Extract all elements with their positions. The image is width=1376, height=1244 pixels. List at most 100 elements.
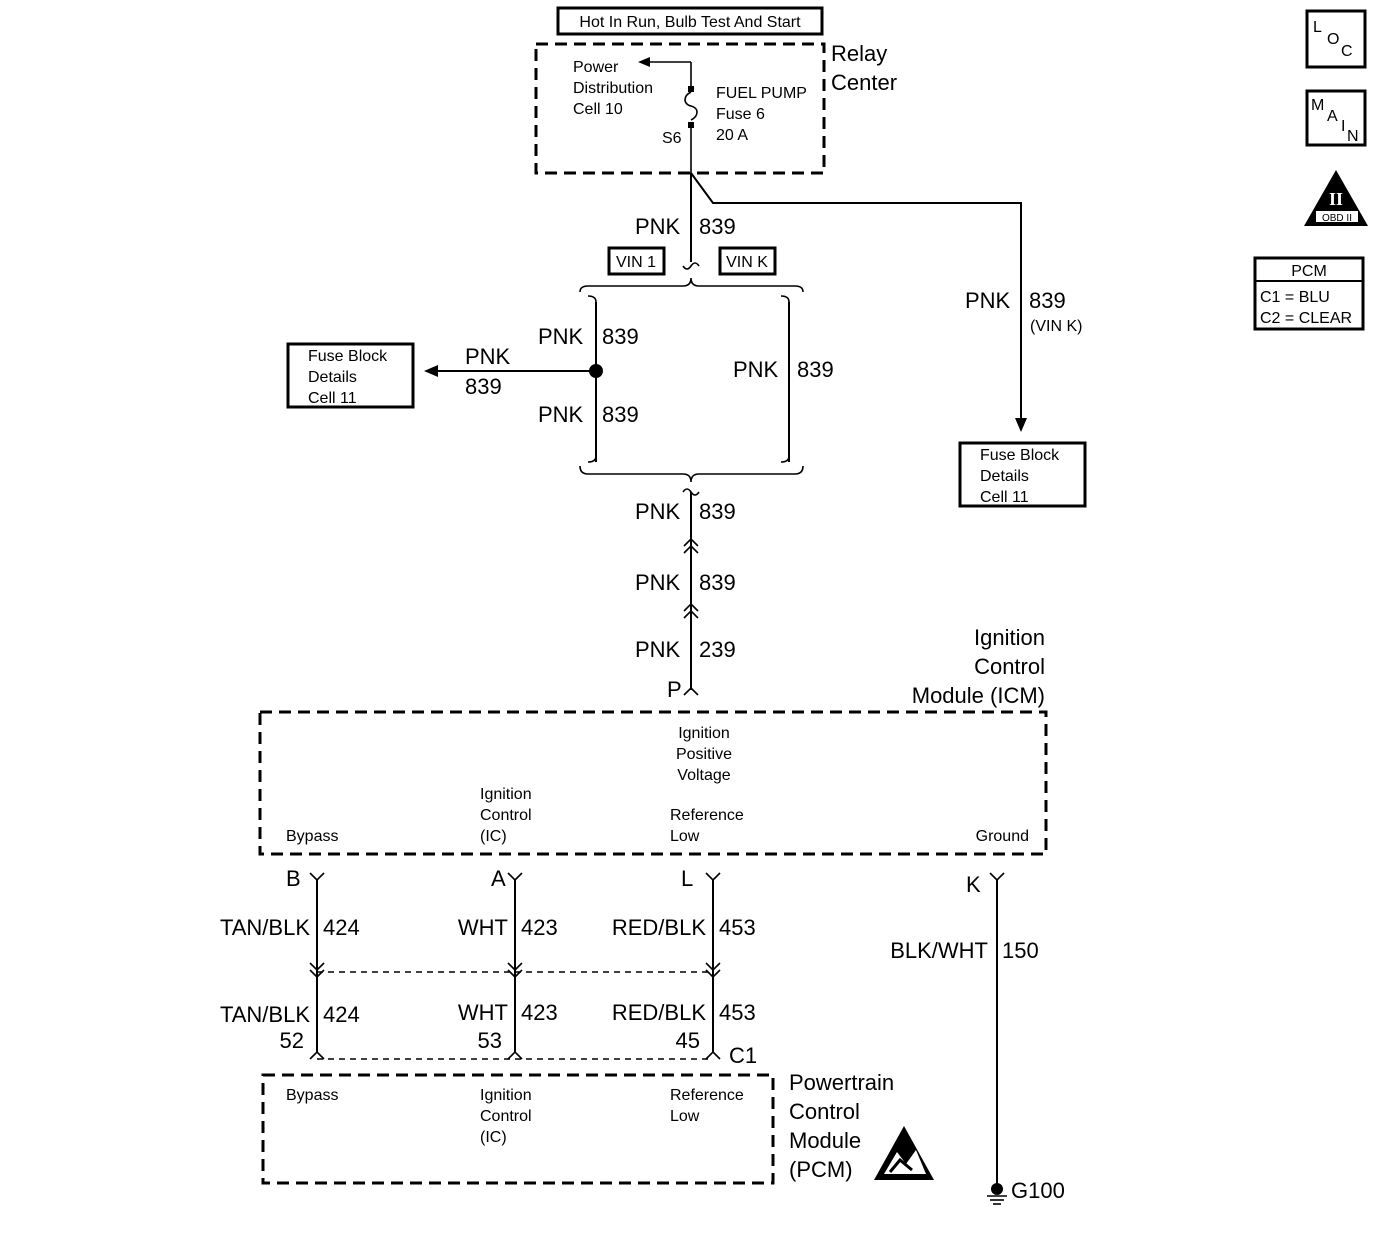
power-dist-line1: Power bbox=[573, 59, 619, 76]
icm-pin-k: K bbox=[966, 872, 981, 897]
wire-color-pnk: PNK bbox=[465, 344, 511, 369]
icm-ref-low-2: Low bbox=[670, 828, 700, 845]
fuse-block-line1: Fuse Block bbox=[980, 447, 1060, 464]
wire-circuit-453: 453 bbox=[719, 1000, 756, 1025]
wire-circuit-839: 839 bbox=[699, 570, 736, 595]
pcm-legend-title: PCM bbox=[1291, 263, 1327, 280]
connector-chevron bbox=[683, 602, 699, 619]
vin-k-note: (VIN K) bbox=[1030, 318, 1082, 335]
relay-center: Relay Center Power Distribution Cell 10 … bbox=[534, 41, 897, 175]
connector-chevron bbox=[683, 537, 699, 554]
vin-1-tag: VIN 1 bbox=[607, 246, 666, 276]
wire-color-pnk: PNK bbox=[635, 214, 681, 239]
loc-letter-1: L bbox=[1313, 19, 1322, 36]
ground-icon bbox=[987, 1183, 1007, 1205]
main-letter-2: A bbox=[1327, 108, 1338, 125]
icm-pin-b: B bbox=[286, 866, 301, 891]
pcm-bypass: Bypass bbox=[286, 1087, 338, 1104]
pcm-title-3: Module bbox=[789, 1128, 861, 1153]
fuse-block-line2: Details bbox=[308, 369, 357, 386]
fuse-block-right: Fuse Block Details Cell 11 bbox=[958, 441, 1087, 508]
pcm-connector-c1: C1 bbox=[729, 1043, 757, 1068]
wire-circuit-839: 839 bbox=[699, 499, 736, 524]
wire-color-tan-blk: TAN/BLK bbox=[220, 1002, 310, 1027]
fuse-block-line1: Fuse Block bbox=[308, 348, 388, 365]
fuse-block-line3: Cell 11 bbox=[308, 390, 357, 407]
icm-ref-low-1: Reference bbox=[670, 807, 744, 824]
pcm-pin-53: 53 bbox=[478, 1028, 502, 1053]
pcm-legend-c2: C2 = CLEAR bbox=[1260, 310, 1352, 327]
fuse-number: Fuse 6 bbox=[716, 106, 765, 123]
wire-circuit-839: 839 bbox=[699, 214, 736, 239]
icm-module: Ignition Control Module (ICM) Ignition P… bbox=[258, 625, 1048, 856]
splice-label: S6 bbox=[662, 130, 682, 147]
connector-chevron bbox=[705, 962, 721, 979]
pcm-pin-52: 52 bbox=[280, 1028, 304, 1053]
svg-text:VIN 1: VIN 1 bbox=[616, 254, 656, 271]
esd-warning-icon bbox=[874, 1126, 934, 1180]
main-icon: M A I N bbox=[1305, 89, 1367, 147]
wire-circuit-150: 150 bbox=[1002, 938, 1039, 963]
pcm-pin-45: 45 bbox=[676, 1028, 700, 1053]
pcm-ref-low-2: Low bbox=[670, 1108, 700, 1125]
loc-letter-2: O bbox=[1327, 31, 1339, 48]
wire-color-blk-wht: BLK/WHT bbox=[890, 938, 988, 963]
main-letter-4: N bbox=[1347, 128, 1359, 145]
icm-ic-3: (IC) bbox=[480, 828, 507, 845]
pcm-legend: PCM C1 = BLU C2 = CLEAR bbox=[1253, 256, 1365, 331]
wire-circuit-239: 239 bbox=[699, 637, 736, 662]
icm-ic-2: Control bbox=[480, 807, 532, 824]
icm-title-3: Module (ICM) bbox=[912, 683, 1045, 708]
fuse-icon bbox=[684, 91, 698, 121]
icm-ground: Ground bbox=[976, 828, 1029, 845]
pcm-ic-3: (IC) bbox=[480, 1129, 507, 1146]
power-dist-line3: Cell 10 bbox=[573, 101, 623, 118]
wire-color-pnk: PNK bbox=[538, 324, 584, 349]
icm-ign-pos-1: Ignition bbox=[678, 725, 730, 742]
wire-color-pnk: PNK bbox=[538, 402, 584, 427]
wire-color-wht: WHT bbox=[458, 1000, 508, 1025]
fuse-block-left: Fuse Block Details Cell 11 bbox=[286, 342, 415, 409]
vin-merge-lower bbox=[579, 465, 804, 483]
wire-circuit-424: 424 bbox=[323, 1002, 360, 1027]
loc-letter-3: C bbox=[1341, 43, 1353, 60]
main-letter-1: M bbox=[1311, 97, 1324, 114]
wire-color-red-blk: RED/BLK bbox=[612, 915, 706, 940]
pcm-title-4: (PCM) bbox=[789, 1157, 853, 1182]
wire-color-red-blk: RED/BLK bbox=[612, 1000, 706, 1025]
obd-ii-icon: II OBD II bbox=[1304, 170, 1368, 226]
pcm-legend-c1: C1 = BLU bbox=[1260, 289, 1330, 306]
wire-circuit-839: 839 bbox=[602, 402, 639, 427]
wire-color-pnk: PNK bbox=[965, 288, 1011, 313]
fuse-name: FUEL PUMP bbox=[716, 85, 807, 102]
wire-circuit-424: 424 bbox=[323, 915, 360, 940]
svg-text:VIN K: VIN K bbox=[726, 254, 768, 271]
icm-ic-1: Ignition bbox=[480, 786, 532, 803]
wire-circuit-839: 839 bbox=[797, 357, 834, 382]
pcm-ref-low-1: Reference bbox=[670, 1087, 744, 1104]
wire-color-wht: WHT bbox=[458, 915, 508, 940]
wire-color-pnk: PNK bbox=[635, 637, 681, 662]
icm-ign-pos-2: Positive bbox=[676, 746, 732, 763]
obd-label: OBD II bbox=[1322, 213, 1352, 224]
wire-color-pnk: PNK bbox=[635, 499, 681, 524]
fuse-block-line3: Cell 11 bbox=[980, 489, 1029, 506]
wire-color-pnk: PNK bbox=[635, 570, 681, 595]
vin-split-upper bbox=[579, 277, 804, 293]
power-dist-line2: Distribution bbox=[573, 80, 653, 97]
pcm-module: Bypass Ignition Control (IC) Reference L… bbox=[261, 1070, 934, 1185]
icm-ign-pos-3: Voltage bbox=[677, 767, 730, 784]
loc-icon: L O C bbox=[1305, 9, 1367, 69]
main-letter-3: I bbox=[1341, 118, 1345, 135]
wire-circuit-453: 453 bbox=[719, 915, 756, 940]
icm-pin-a: A bbox=[491, 866, 506, 891]
relay-center-title-2: Center bbox=[831, 70, 897, 95]
icm-title-2: Control bbox=[974, 654, 1045, 679]
icm-title-1: Ignition bbox=[974, 625, 1045, 650]
wire-circuit-839: 839 bbox=[602, 324, 639, 349]
fuse-block-line2: Details bbox=[980, 468, 1029, 485]
supply-header: Hot In Run, Bulb Test And Start bbox=[556, 6, 824, 36]
obd-numeral: II bbox=[1329, 189, 1343, 209]
pcm-title-1: Powertrain bbox=[789, 1070, 894, 1095]
